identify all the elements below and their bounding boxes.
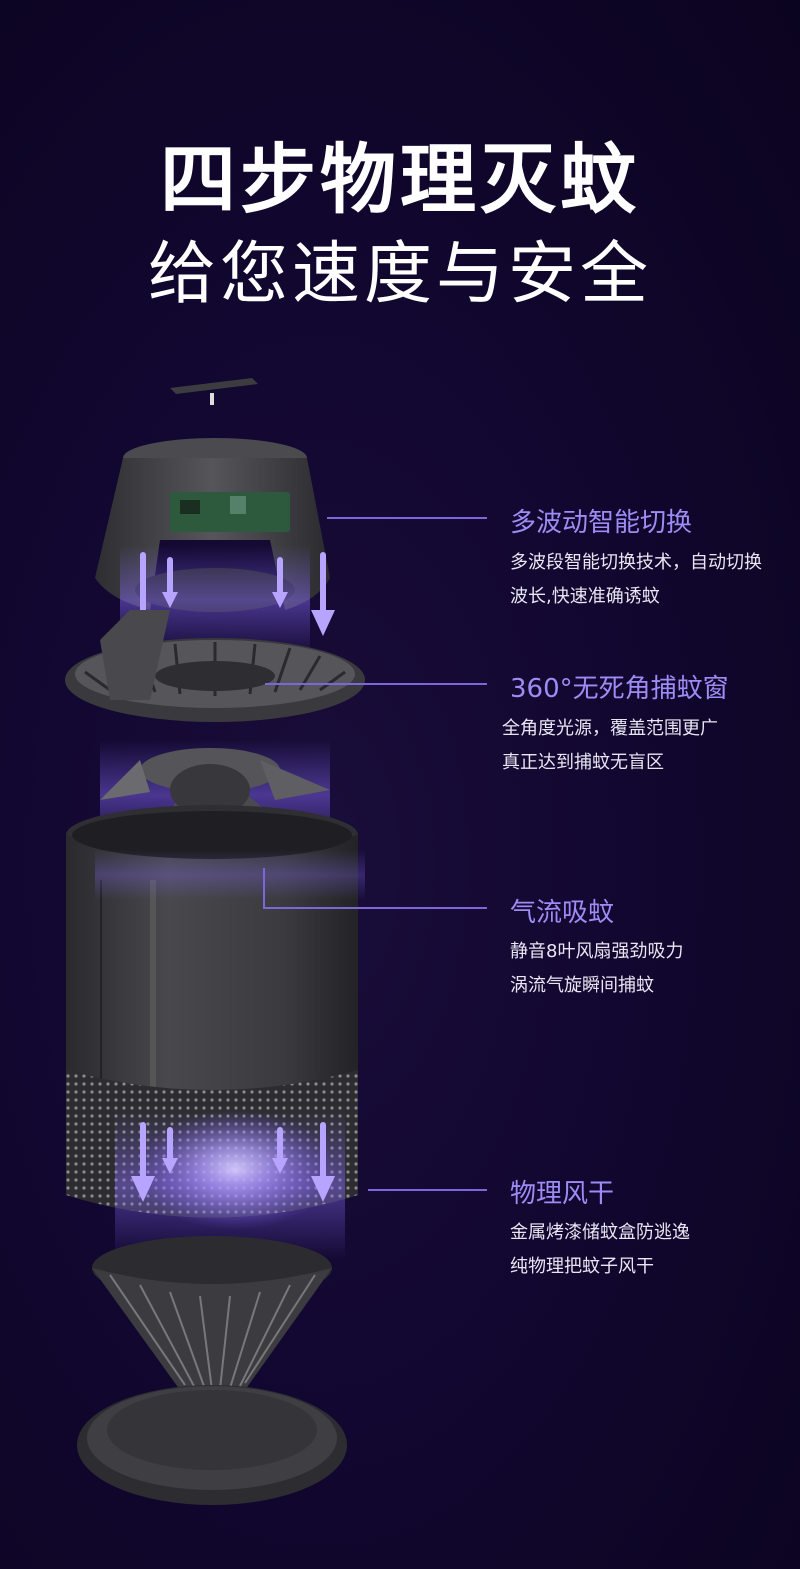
feature-desc-airflow-2: 涡流气旋瞬间捕蚊	[510, 975, 654, 996]
callout-line-2	[265, 683, 487, 685]
callout-vline-3	[263, 868, 265, 908]
feature-title-air-dry: 物理风干	[510, 1179, 615, 1209]
page-subtitle: 给您速度与安全	[147, 235, 652, 314]
base-tray	[77, 1385, 347, 1505]
callout-line-1	[327, 517, 487, 519]
feature-desc-wave-switch-2: 波长,快速准确诱蚊	[510, 586, 660, 607]
feature-title-airflow: 气流吸蚊	[510, 898, 615, 928]
feature-desc-360-window-1: 全角度光源，覆盖范围更广	[502, 718, 718, 739]
airflow-arrows-bottom	[115, 1110, 345, 1260]
feature-desc-air-dry-1: 金属烤漆储蚊盒防逃逸	[510, 1222, 690, 1243]
callout-line-4	[368, 1189, 487, 1191]
feature-desc-360-window-2: 真正达到捕蚊无盲区	[502, 752, 664, 773]
top-switch-plate	[170, 378, 258, 405]
collection-funnel	[92, 1236, 332, 1391]
feature-title-360-window: 360°无死角捕蚊窗	[510, 674, 729, 704]
page-title: 四步物理灭蚊	[160, 135, 640, 224]
feature-desc-airflow-1: 静音8叶风扇强劲吸力	[510, 941, 684, 962]
light-ring	[65, 610, 365, 722]
callout-line-3	[263, 907, 487, 909]
feature-title-wave-switch: 多波动智能切换	[510, 508, 693, 538]
feature-desc-wave-switch-1: 多波段智能切换技术，自动切换	[510, 552, 762, 573]
feature-desc-air-dry-2: 纯物理把蚊子风干	[510, 1256, 654, 1277]
